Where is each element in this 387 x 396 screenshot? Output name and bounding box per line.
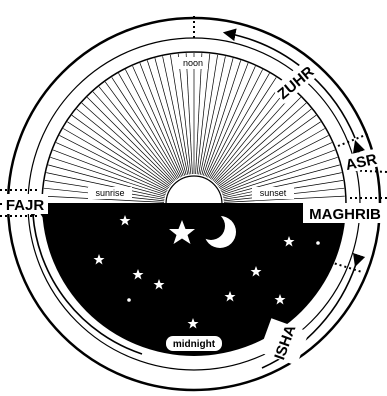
sunset-label: sunset <box>260 188 287 198</box>
fajr-label: FAJR <box>6 197 45 214</box>
star-dot <box>127 298 131 302</box>
noon-label: noon <box>183 58 203 68</box>
star-dot <box>316 241 320 245</box>
sunrise-label: sunrise <box>95 188 124 198</box>
midnight-label: midnight <box>173 339 216 350</box>
maghrib-label: MAGHRIB <box>309 206 381 223</box>
